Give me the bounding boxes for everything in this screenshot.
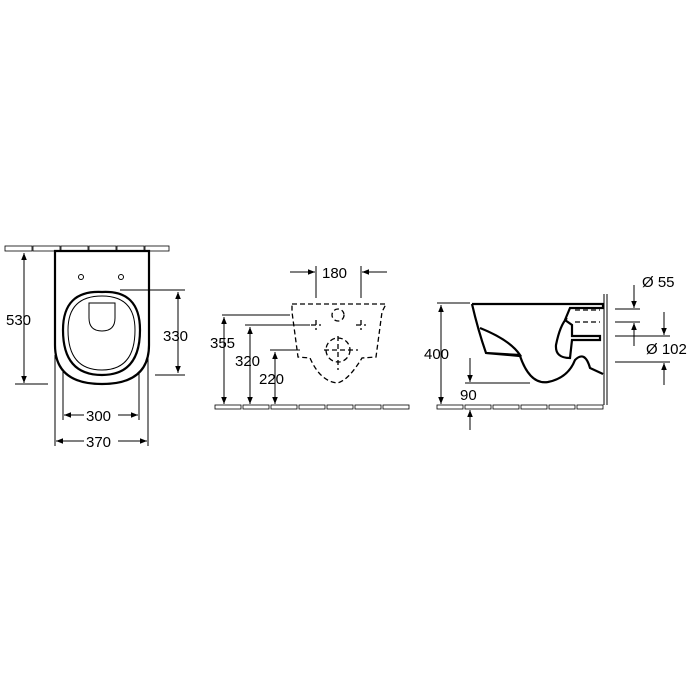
dim-label-depth: 530 <box>6 312 31 329</box>
dim-label-355: 355 <box>210 335 235 352</box>
dim-label-height: 400 <box>424 346 449 363</box>
side-view: 400 90 Ø 55 Ø 102 <box>424 274 687 430</box>
fixing-hole <box>118 274 124 280</box>
dim-label-seat-depth: 330 <box>163 328 188 345</box>
wall-strip <box>4 245 170 252</box>
seat-inner <box>67 295 136 371</box>
bowl-footprint <box>291 303 388 384</box>
bowl-opening <box>88 302 116 332</box>
dim-label-fixing-spacing: 180 <box>322 265 347 282</box>
floor-strip <box>214 404 410 410</box>
fixing-hole <box>78 274 84 280</box>
top-view: 530 330 300 370 <box>4 245 188 451</box>
dim-label-seat-width: 300 <box>86 408 111 425</box>
dim-label-320: 320 <box>235 353 260 370</box>
bowl-profile <box>470 302 605 384</box>
floor-strip <box>436 404 604 410</box>
dim-label-outlet: Ø 102 <box>646 341 687 358</box>
wall-view: 180 355 320 220 <box>210 265 410 410</box>
dim-label-floor-offset: 90 <box>460 387 477 404</box>
dim-label-220: 220 <box>259 371 284 388</box>
bowl-outline <box>53 249 151 386</box>
dim-label-total-width: 370 <box>86 434 111 451</box>
seat-outline <box>61 290 142 377</box>
dim-label-inlet: Ø 55 <box>642 274 675 291</box>
